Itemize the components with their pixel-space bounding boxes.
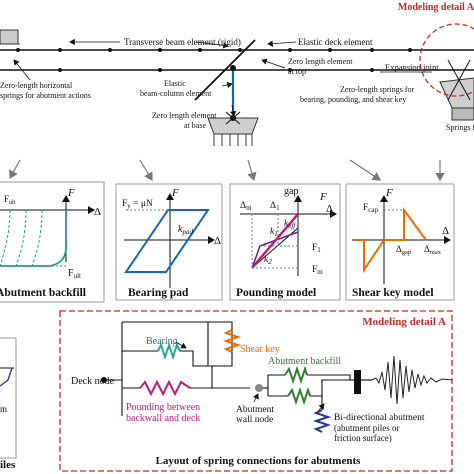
bearing-label: Bearing <box>146 336 178 347</box>
piles-cut-title: iles <box>0 459 16 471</box>
panel-shear-key-model: F Δ Fcap Δgap Δmax Shear key model <box>345 183 455 301</box>
zero-length-top-label-1: Zero length element <box>288 57 353 66</box>
panel-piles-cut: m iles <box>0 337 17 471</box>
shear-key-pos-branch <box>384 206 427 241</box>
panel-frame <box>345 183 455 301</box>
elastic-column-label-1: Elastic <box>164 79 186 88</box>
deck-node-label: Deck node <box>71 376 115 387</box>
backfill-delta-axis: Δ <box>94 206 101 218</box>
shear-title: Shear key model <box>352 287 434 299</box>
deck-node-dot <box>101 377 107 383</box>
bearing-fy-label: Fy = μN <box>122 199 153 210</box>
pounding-k2: k2 <box>264 255 272 266</box>
panel-frame <box>0 181 105 303</box>
bidirectional-label-3: friction surface) <box>334 433 392 443</box>
bearing-delta-axis: Δ <box>214 235 221 247</box>
elastic-column-label-2: beam-column element <box>140 89 212 98</box>
pounding-spring <box>139 379 191 397</box>
detail-a-wiring <box>104 321 354 416</box>
pounding-title: Pounding model <box>236 287 316 299</box>
zero-length-horizontal-label-1: Zero-length horizontal <box>0 81 73 90</box>
panel-abutment-backfill: F Δ Fult Fult Abutment backfill <box>0 181 105 303</box>
zero-length-top-label-2: at top <box>288 67 306 76</box>
modeling-detail-a: Modeling detail A <box>59 310 453 472</box>
pounding-k1: k1 <box>270 227 278 238</box>
modeling-detail-top: Modeling detail A <box>398 2 474 13</box>
transverse-beam <box>194 39 256 101</box>
zero-length-springs-label-2: bearing, pounding, and shear key <box>300 95 406 104</box>
zero-length-base-label-1: Zero length element <box>152 111 217 120</box>
pounding-label-1: Pounding between <box>126 402 200 413</box>
piles-cut-m: m <box>0 404 7 414</box>
detail-a-circle <box>419 23 474 97</box>
shear-f-axis: F <box>385 187 393 199</box>
shear-dgap: Δgap <box>396 244 411 256</box>
elastic-deck-label: Elastic deck element <box>298 37 373 47</box>
pile-spring-vertical <box>312 409 332 433</box>
shear-key-spring <box>222 329 242 353</box>
pounding-gap-label: gap <box>284 186 298 197</box>
zero-length-horizontal-label-2: springs for abutment actions <box>0 91 91 100</box>
foundation-icon <box>207 111 259 146</box>
shear-fcap: Fcap <box>363 203 379 214</box>
pounding-delta-axis: Δ <box>326 203 333 215</box>
bearing-title: Bearing pad <box>128 287 189 299</box>
shear-key-neg-branch <box>356 239 385 274</box>
backfill-envelope <box>0 210 67 267</box>
zero-length-springs-label-1: Zero-length springs for <box>340 85 415 94</box>
backfill-f-axis: F <box>67 187 75 199</box>
pounding-f-axis: F <box>319 191 327 203</box>
backfill-fult-label: Fult <box>68 268 81 280</box>
pounding-keff-line <box>251 213 299 269</box>
shear-delta-axis: Δ <box>442 225 449 237</box>
pounding-keff: keff <box>284 219 296 230</box>
pile-spring-horizontal <box>287 386 311 406</box>
detail-a-title: Modeling detail A <box>362 316 446 328</box>
backfill-spring <box>284 365 308 385</box>
expansion-joint-label: Expansion joint <box>385 62 439 72</box>
left-abutment-icon <box>0 29 20 45</box>
fixed-support <box>354 370 361 394</box>
ground-motion-trace <box>371 355 453 405</box>
pounding-fm: Fm <box>312 265 323 276</box>
detail-a-caption: Layout of spring connections for abutmen… <box>156 455 362 467</box>
panel-pounding-model: gap F Δ Δm Δ1 k1 k2 keff F1 Fm Pounding … <box>229 183 341 301</box>
backfill-fult-top: Fult <box>4 194 16 206</box>
bearing-spring <box>157 341 181 361</box>
panel-frame <box>0 337 17 459</box>
pounding-f1: F1 <box>312 243 321 254</box>
bidirectional-label-2: (abutment piles or <box>334 423 399 433</box>
springs-cut-label: Springs f <box>446 123 474 132</box>
transverse-beam-label: Transverse beam element (rigid) <box>124 37 241 47</box>
panel-frame <box>115 183 223 301</box>
bridge-model: Modeling detail A Transverse beam elemen… <box>0 2 474 182</box>
pounding-label-2: backwall and deck <box>126 413 200 424</box>
panel-frame <box>229 183 341 301</box>
right-abutment-icon <box>439 59 474 121</box>
bearing-k-label: kpad <box>178 224 193 236</box>
bearing-f-axis: F <box>171 187 179 199</box>
zero-length-base-label-2: at base <box>184 121 206 130</box>
wall-node-dot <box>255 384 263 392</box>
bidirectional-label-1: Bi-directional abutment <box>334 413 425 423</box>
abutment-backfill-label: Abutment backfill <box>268 356 341 367</box>
shear-dmax: Δmax <box>424 244 442 256</box>
wall-node-label-2: wall node <box>236 415 273 425</box>
deck-nodes <box>16 48 412 72</box>
detail-a-frame <box>59 310 453 472</box>
bearing-hysteresis <box>124 209 210 273</box>
wall-node-label-1: Abutment <box>236 405 274 415</box>
panel-bearing-pad: F Δ Fy = μN kpad Bearing pad <box>115 183 223 301</box>
backfill-title: Abutment backfill <box>0 287 86 299</box>
pounding-delta-1: Δ1 <box>270 201 280 212</box>
pounding-delta-m: Δm <box>240 201 252 212</box>
shear-key-label: Shear key <box>240 344 280 355</box>
